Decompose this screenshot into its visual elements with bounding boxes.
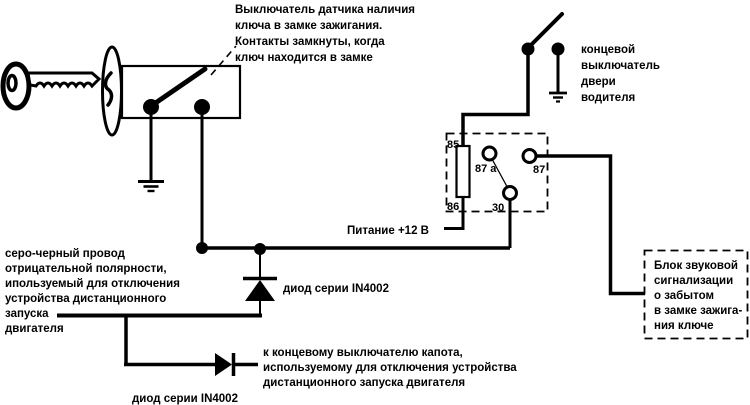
diode-bottom-triangle	[215, 353, 232, 376]
relay-pin-87-label: 87	[533, 164, 545, 176]
door-note-line2: выключатель	[581, 60, 660, 72]
keyhole-slot	[103, 71, 114, 107]
relay-contact-87a	[481, 145, 498, 162]
ignition-sensor-note: Выключатель датчика наличия ключа в замк…	[235, 4, 415, 64]
relay-dashed-box	[445, 132, 549, 213]
gray-black-line6: двигателя	[5, 323, 64, 335]
buzzer-label-line2: сигнализации	[654, 275, 733, 287]
note-leader-dashed-line	[210, 45, 237, 76]
relay-contact-87	[521, 148, 538, 164]
gray-black-wire-note: серо-черный провод отрицательной полярно…	[5, 248, 180, 335]
ignition-note-line1: Выключатель датчика наличия	[235, 4, 415, 16]
ignition-contact-right	[194, 99, 210, 115]
door-note-line1: концевой	[581, 44, 635, 56]
car-key-illustration	[0, 61, 102, 111]
driver-door-switch	[521, 12, 567, 103]
ground-symbol-ignition	[138, 115, 164, 193]
door-switch-note: концевой выключатель двери водителя	[581, 44, 660, 104]
door-switch-contact-left	[521, 42, 535, 56]
key-blade	[26, 71, 102, 89]
buzzer-dashed-box	[643, 249, 749, 340]
relay-pin-86-label: 86	[447, 201, 459, 213]
ignition-note-line3: Контакты замкнуты, когда	[235, 36, 385, 48]
gray-black-line1: серо-черный провод	[5, 248, 126, 260]
hood-note-line2: используемому для отключения устройства	[263, 362, 517, 374]
ignition-switch-arm	[151, 66, 208, 107]
ignition-switch-box	[120, 64, 242, 120]
buzzer-label-line5: ния ключе	[654, 320, 714, 332]
hood-note-line3: дистанционного запуска двигателя	[263, 377, 465, 389]
key-head-hole	[6, 73, 18, 93]
diode-top-label: диод серии IN4002	[283, 283, 389, 295]
buzzer-label-line3: о забытом	[654, 290, 714, 302]
diode-bottom-label: диод серии IN4002	[132, 393, 238, 405]
gray-black-line4: устройства дистанционного	[5, 293, 166, 305]
buzzer-label-line4: в замке зажига-	[654, 305, 742, 317]
power-12v-label: Питание +12 В	[347, 225, 429, 237]
diode-top-triangle	[245, 280, 275, 301]
relay-contact-30	[502, 185, 518, 201]
wire-door-switch-to-relay-85	[461, 55, 530, 147]
door-note-line3: двери	[581, 76, 616, 88]
buzzer-unit: Блок звуковой сигнализации о забытом в з…	[643, 249, 749, 340]
junction-dot-ignition-bus	[196, 242, 208, 254]
ground-symbol-door	[549, 91, 567, 103]
relay-pin-30-label: 30	[492, 202, 504, 214]
lock-cylinder	[101, 45, 123, 137]
relay: 85 86 87 a 87 30	[445, 132, 549, 214]
wire-relay-86-power-stub	[444, 197, 465, 230]
diode-top	[243, 249, 277, 315]
wire-relay-87-to-buzzer	[536, 154, 645, 296]
gray-black-line5: запуска	[5, 308, 49, 320]
lock-cylinder-face	[101, 45, 123, 137]
ignition-note-line2: ключа в замке зажигания.	[235, 20, 382, 32]
ignition-key-sensor-switch	[120, 45, 242, 120]
door-switch-contact-right	[551, 42, 565, 56]
hood-note-line1: к концевому выключателю капота,	[263, 347, 463, 359]
door-switch-arm	[528, 12, 564, 48]
gray-black-line2: отрицательной полярности,	[5, 263, 167, 275]
relay-pin-85-label: 85	[447, 139, 459, 151]
buzzer-label-line1: Блок звуковой	[654, 260, 738, 272]
ignition-note-line4: ключ находится в замке	[235, 52, 373, 64]
door-note-line4: водителя	[581, 92, 635, 104]
hood-switch-note: к концевому выключателю капота, использу…	[263, 347, 517, 389]
gray-black-line3: ипользуемый для отключения	[5, 278, 180, 290]
relay-pin-87a-label: 87 a	[475, 163, 497, 175]
diode-bottom	[215, 353, 258, 376]
ignition-contact-left	[143, 99, 159, 115]
relay-coil	[455, 144, 471, 199]
relay-armature-line	[491, 158, 509, 188]
